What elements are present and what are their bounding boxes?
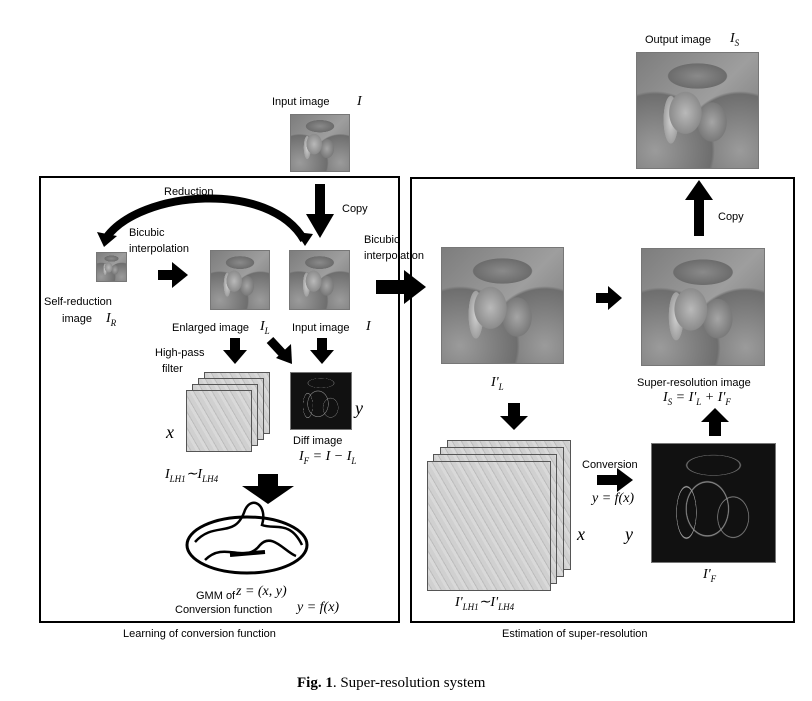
enlarged-image	[210, 250, 270, 310]
if-up-arrow-head	[701, 408, 729, 422]
estimation-panel	[410, 177, 795, 623]
bicubic-arrow-shaft	[158, 270, 174, 280]
super-resolution-equation: IS = I'L + I'F	[663, 390, 731, 407]
diff-equation: IF = I − IL	[299, 449, 357, 466]
bicubic-label-left: Bicubic	[129, 227, 165, 239]
super-resolution-image	[641, 248, 765, 366]
gmm-label: GMM of	[196, 590, 236, 602]
estimation-caption: Estimation of super-resolution	[502, 628, 648, 640]
conversion-equation-right: y = f(x)	[592, 491, 635, 506]
input-image-symbol: I	[357, 94, 362, 109]
highpass-layer-1	[186, 390, 252, 452]
self-reduction-label: Self-reduction	[44, 296, 112, 308]
learning-caption: Learning of conversion function	[123, 628, 276, 640]
il-down-arrow-shaft	[508, 403, 520, 417]
interpolation-label-left: interpolation	[129, 243, 189, 255]
enlarged-image-symbol: IL	[260, 319, 270, 336]
enlarged-image-right	[441, 247, 564, 364]
il-down-arrow-head	[500, 416, 528, 430]
reduction-arrowhead	[97, 232, 117, 247]
y-symbol-left: y	[355, 398, 363, 418]
copy-arrow-left-head	[306, 214, 334, 238]
ilh-range-right: I'LH1∼I'LH4	[455, 595, 515, 612]
gmm-curve-3	[229, 550, 266, 557]
bicubic-big-arrow-head	[404, 270, 426, 304]
hp-arrow-shaft	[230, 338, 240, 352]
input-image-symbol-left: I	[366, 319, 371, 334]
copy-up-arrow-shaft	[694, 196, 704, 236]
gmm-equation: z = (x, y)	[236, 584, 287, 599]
filter-label: filter	[162, 363, 183, 375]
x-symbol-left: x	[166, 422, 174, 442]
interpolation-label-right: interpolation	[364, 250, 424, 262]
diag-arrow-shaft	[266, 336, 287, 358]
feature-image	[651, 443, 776, 563]
bicubic-big-arrow-shaft	[376, 280, 406, 294]
learning-panel	[39, 176, 400, 623]
output-image-symbol: IS	[730, 31, 740, 48]
sr-arrow-shaft	[596, 293, 610, 303]
bicubic-arrow-head	[172, 262, 188, 288]
conversion-arrow-head	[617, 468, 633, 492]
conversion-arrow-shaft	[597, 475, 619, 485]
gmm-curve-2	[204, 539, 297, 561]
enlarged-image-label: Enlarged image	[172, 322, 250, 334]
gmm-arrow-shaft	[258, 474, 278, 488]
gmm-ellipse	[185, 515, 309, 575]
self-reduction-symbol: IR	[106, 311, 117, 328]
figure-label: Fig. 1	[297, 675, 333, 691]
gmm-curve-1	[194, 501, 304, 546]
x-symbol-right: x	[577, 524, 585, 544]
figure-title: . Super-resolution system	[332, 675, 486, 691]
if-up-arrow-shaft	[709, 420, 721, 436]
ilh-range-left: ILH1∼ILH4	[165, 467, 219, 484]
sr-arrow-head	[608, 286, 622, 310]
super-resolution-label: Super-resolution image	[637, 377, 751, 389]
self-reduction-image	[96, 252, 127, 282]
hp-arrow-head	[223, 350, 247, 364]
copy-label-left: Copy	[342, 203, 368, 215]
input-down-arrow-shaft	[317, 338, 327, 352]
reduction-arrow	[102, 194, 308, 243]
diff-image	[290, 372, 352, 430]
diff-image-label: Diff image	[293, 435, 343, 447]
if-prime-symbol: I'F	[703, 567, 717, 584]
highpass-label: High-pass	[155, 347, 205, 359]
hp-layer-right-1	[427, 461, 551, 591]
diag-arrow-head	[276, 344, 292, 364]
copy-label-right: Copy	[718, 211, 744, 223]
input-image-label-left: Input image	[292, 322, 350, 334]
gmm-arrow-head	[242, 486, 294, 504]
figure-caption: Fig. 1. Super-resolution system	[297, 675, 485, 692]
y-symbol-right: y	[625, 524, 633, 544]
conversion-function-label: Conversion function	[175, 604, 273, 616]
conversion-label-right: Conversion	[582, 459, 638, 471]
self-reduction-label-2: image	[62, 313, 92, 325]
conversion-function-equation: y = f(x)	[297, 600, 340, 615]
input-image-label: Input image	[272, 96, 330, 108]
input-down-arrow-head	[310, 350, 334, 364]
copy-up-arrow-head	[685, 180, 713, 200]
bicubic-label-right: Bicubic	[364, 234, 400, 246]
input-image-top	[290, 114, 350, 172]
copy-arrow-left-shaft	[315, 184, 325, 216]
reduction-arrow-tail	[296, 232, 313, 246]
output-image	[636, 52, 759, 169]
input-image-left	[289, 250, 350, 310]
output-image-label: Output image	[645, 34, 712, 46]
il-prime-symbol: I'L	[491, 375, 504, 392]
